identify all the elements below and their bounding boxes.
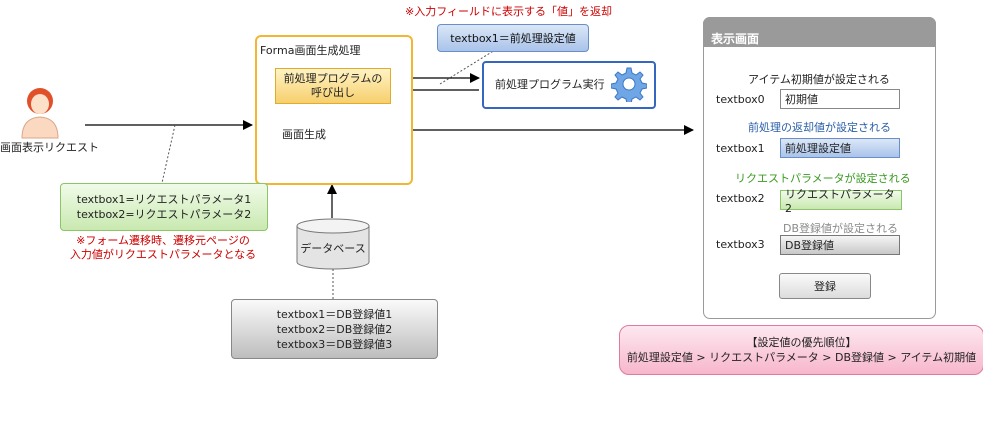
priority-box: 【設定値の優先順位】 前処理設定値 > リクエストパラメータ > DB登録値 >…	[619, 325, 983, 375]
db-value-2: textbox2＝DB登録値2	[276, 322, 393, 336]
db-value-3: textbox3＝DB登録値3	[276, 337, 393, 351]
db-values-box: textbox1＝DB登録値1 textbox2＝DB登録値2 textbox3…	[231, 299, 438, 359]
textbox3-label: textbox3	[716, 238, 765, 251]
display-screen-header	[703, 17, 936, 47]
preprocess-call-line1: 前処理プログラムの	[283, 72, 383, 85]
caption-db-value: DB登録値が設定される	[783, 222, 899, 235]
database-label: データベース	[300, 242, 366, 255]
priority-order: 前処理設定値 > リクエストパラメータ > DB登録値 > アイテム初期値	[626, 351, 977, 364]
textbox0-field[interactable]: 初期値	[780, 89, 900, 109]
return-value-note: ※入力フィールドに表示する「値」を返却	[405, 5, 612, 18]
preprocess-call-line2: 呼び出し	[310, 86, 355, 99]
return-dotted-link	[439, 49, 496, 85]
person-icon	[21, 88, 59, 139]
textbox2-label: textbox2	[716, 192, 765, 205]
display-screen-title: 表示画面	[711, 32, 760, 46]
caption-request-param: リクエストパラメータが設定される	[735, 172, 911, 185]
request-params-note: ※フォーム遷移時、遷移元ページの 入力値がリクエストパラメータとなる	[60, 234, 266, 262]
request-params-box: textbox1=リクエストパラメータ1 textbox2=リクエストパラメータ…	[60, 183, 268, 231]
request-param-2: textbox2=リクエストパラメータ2	[76, 208, 252, 221]
db-value-1: textbox1＝DB登録値1	[276, 307, 393, 321]
register-button[interactable]: 登録	[779, 273, 871, 299]
preprocess-exec-label: 前処理プログラム実行	[495, 78, 605, 91]
request-note-line2: 入力値がリクエストパラメータとなる	[69, 248, 257, 261]
textbox1-field[interactable]: 前処理設定値	[780, 138, 900, 158]
priority-title: 【設定値の優先順位】	[746, 336, 857, 349]
database-icon	[296, 218, 370, 270]
request-param-1: textbox1=リクエストパラメータ1	[76, 193, 252, 206]
gear-icon	[611, 67, 647, 102]
textbox2-field[interactable]: リクエストパラメータ2	[780, 188, 902, 215]
request-note-line1: ※フォーム遷移時、遷移元ページの	[76, 234, 250, 247]
caption-initial-value: アイテム初期値が設定される	[748, 73, 890, 86]
screen-generation-label: 画面生成	[282, 128, 326, 141]
textbox1-label: textbox1	[716, 142, 765, 155]
forma-process-frame	[255, 35, 413, 185]
display-screen-panel	[703, 17, 936, 319]
preprocess-call-box: 前処理プログラムの 呼び出し	[275, 68, 391, 104]
user-request-label: 画面表示リクエスト	[0, 141, 99, 154]
returned-value-box: textbox1＝前処理設定値	[437, 24, 589, 52]
request-params-dotted-link	[161, 124, 176, 184]
textbox0-label: textbox0	[716, 93, 765, 106]
caption-preprocess-value: 前処理の返却値が設定される	[748, 121, 891, 134]
textbox3-field[interactable]: DB登録値	[780, 235, 900, 255]
forma-process-title: Forma画面生成処理	[260, 44, 361, 57]
